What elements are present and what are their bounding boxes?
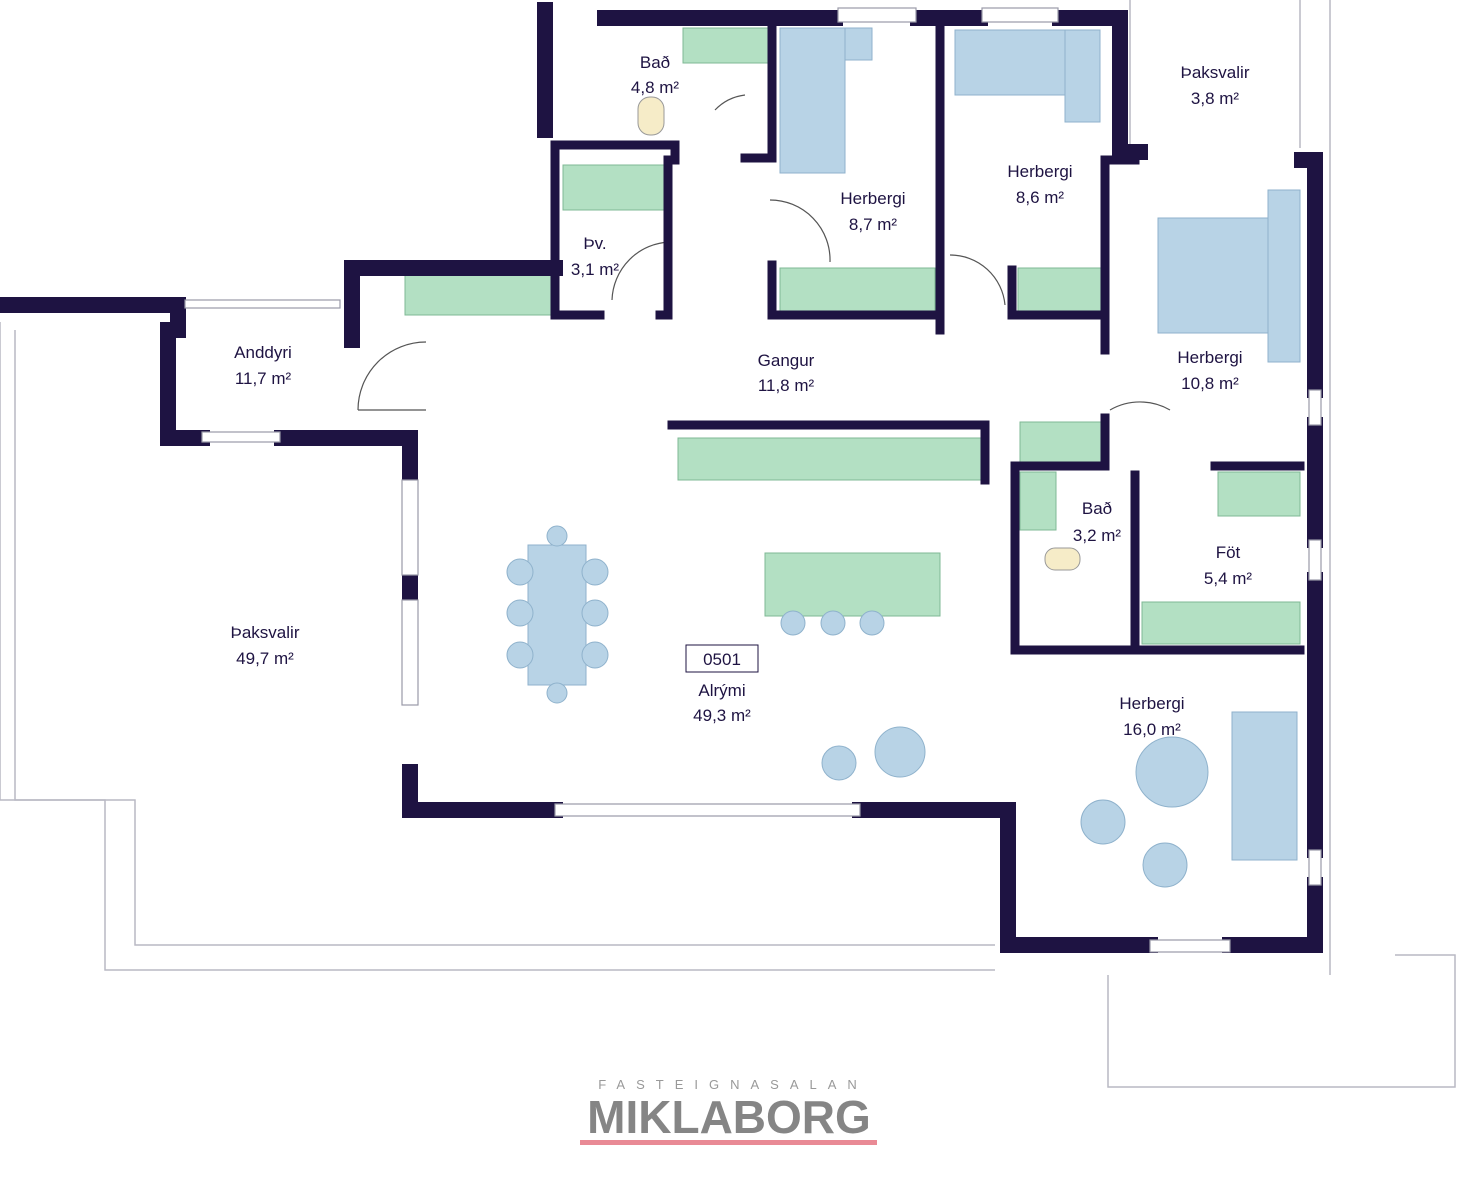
windows [184, 7, 1322, 953]
room-name: Herbergi [1177, 348, 1242, 367]
room-labels: Bað 4,8 m² Herbergi 8,7 m² Herbergi 8,6 … [231, 53, 1253, 739]
room-name: Bað [1082, 499, 1112, 518]
room-name: Alrými [698, 681, 745, 700]
room-area: 49,7 m² [236, 649, 294, 668]
room-area: 5,4 m² [1204, 569, 1253, 588]
room-area: 11,8 m² [758, 376, 815, 395]
terrace-outlines [0, 0, 1456, 1088]
room-area: 3,8 m² [1191, 89, 1240, 108]
room-name: Föt [1216, 543, 1241, 562]
room-name: Þaksvalir [1181, 63, 1250, 82]
room-area: 10,8 m² [1181, 374, 1239, 393]
room-area: 8,7 m² [849, 215, 898, 234]
logo-underline [580, 1140, 877, 1145]
doors [357, 94, 1171, 411]
room-name: Þv. [583, 234, 606, 253]
room-name: Þaksvalir [231, 623, 300, 642]
room-name: Herbergi [1007, 162, 1072, 181]
room-name: Bað [640, 53, 670, 72]
furniture [506, 27, 1301, 888]
room-area: 4,8 m² [631, 78, 680, 97]
walls [0, 2, 1323, 953]
room-area: 16,0 m² [1123, 720, 1181, 739]
unit-number-box [685, 644, 759, 673]
room-area: 8,6 m² [1016, 188, 1065, 207]
room-area: 11,7 m² [235, 369, 292, 388]
logo-tagline: FASTEIGNASALAN [598, 1077, 868, 1092]
unit-number: 0501 [703, 650, 741, 669]
room-name: Gangur [758, 351, 815, 370]
room-area: 3,1 m² [571, 260, 620, 279]
room-area: 49,3 m² [693, 706, 751, 725]
logo-name: MIKLABORG [587, 1091, 871, 1143]
room-name: Herbergi [1119, 694, 1184, 713]
dining-table [527, 544, 587, 686]
room-name: Herbergi [840, 189, 905, 208]
room-name: Anddyri [234, 343, 292, 362]
miklaborg-logo: FASTEIGNASALAN MIKLABORG [580, 1077, 877, 1145]
sofa [1231, 711, 1298, 861]
kitchen-island [764, 552, 941, 617]
room-area: 3,2 m² [1073, 526, 1122, 545]
